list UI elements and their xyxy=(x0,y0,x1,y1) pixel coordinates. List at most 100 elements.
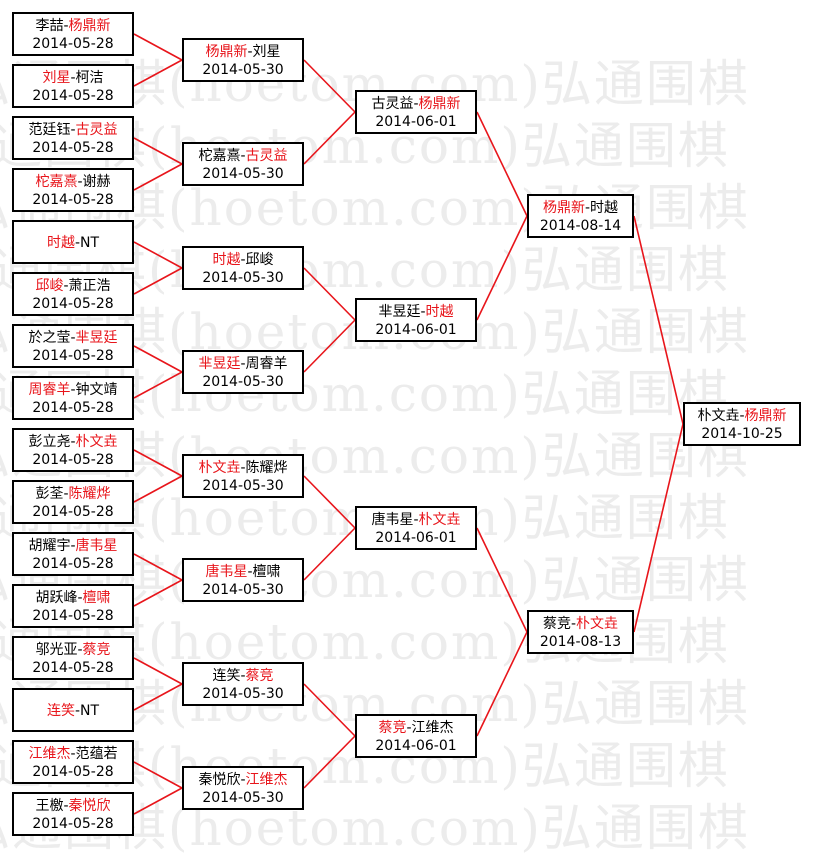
winner-name: 秦悦欣 xyxy=(68,798,111,814)
match-players: 刘星-柯洁 xyxy=(14,69,132,87)
player-name: 胡耀宇 xyxy=(28,538,71,554)
bracket-connector xyxy=(133,553,183,581)
match-date: 2014-05-28 xyxy=(32,192,114,208)
match-players: 古灵益-杨鼎新 xyxy=(357,95,475,113)
winner-name: 时越 xyxy=(425,304,454,320)
winner-name: 古灵益 xyxy=(245,148,288,164)
bracket-connector xyxy=(303,683,356,737)
match-players: 连笑-NT xyxy=(14,702,132,720)
match-players: 芈昱廷-时越 xyxy=(357,303,475,321)
winner-name: 唐韦星 xyxy=(75,538,118,554)
winner-name: 江维杰 xyxy=(28,746,71,762)
player-name: 秦悦欣 xyxy=(198,772,241,788)
winner-name: 蔡竞 xyxy=(378,720,407,736)
match-date: 2014-06-01 xyxy=(375,114,457,130)
winner-name: 时越 xyxy=(212,252,241,268)
winner-name: 檀啸 xyxy=(82,590,111,606)
winner-name: 周睿羊 xyxy=(28,382,71,398)
bracket-connector xyxy=(133,371,183,399)
bracket-connector xyxy=(133,449,183,477)
bracket-connector xyxy=(303,735,356,789)
player-name: 连笑 xyxy=(212,668,241,684)
match-players: 唐韦星-檀啸 xyxy=(184,563,302,581)
separator: - xyxy=(247,564,253,580)
player-name: 古灵益 xyxy=(371,96,414,112)
match-players: 於之莹-芈昱廷 xyxy=(14,329,132,347)
match-date: 2014-05-28 xyxy=(32,296,114,312)
bracket-connector xyxy=(476,631,528,737)
player-name: 彭立尧 xyxy=(28,434,71,450)
separator: - xyxy=(74,235,81,251)
match-players: 邱峻-萧正浩 xyxy=(14,277,132,295)
match-players: 王檄-秦悦欣 xyxy=(14,797,132,815)
match-players: 朴文垚-陈耀烨 xyxy=(184,459,302,477)
match-date: 2014-05-30 xyxy=(202,686,284,702)
match-players: 芈昱廷-周睿羊 xyxy=(184,355,302,373)
separator: - xyxy=(63,798,69,814)
match-box: 连笑-NT xyxy=(12,688,134,732)
match-date: 2014-05-28 xyxy=(32,764,114,780)
separator: - xyxy=(240,668,246,684)
winner-name: 杨鼎新 xyxy=(542,200,585,216)
winner-name: 古灵益 xyxy=(75,122,118,138)
bracket-connector xyxy=(476,527,528,633)
bracket-connector xyxy=(303,111,356,165)
match-date: 2014-05-30 xyxy=(202,582,284,598)
separator: - xyxy=(77,174,83,190)
winner-name: 邱峻 xyxy=(35,278,64,294)
winner-name: 芈昱廷 xyxy=(75,330,118,346)
match-players: 李喆-杨鼎新 xyxy=(14,17,132,35)
player-name: 唐韦星 xyxy=(371,512,414,528)
match-players: 蔡竞-朴文垚 xyxy=(529,615,632,633)
separator: - xyxy=(247,44,253,60)
separator: - xyxy=(77,642,83,658)
match-date: 2014-05-28 xyxy=(32,660,114,676)
bracket-connector xyxy=(133,241,183,269)
separator: - xyxy=(240,148,246,164)
bracket-connector xyxy=(633,215,684,425)
winner-name: 杨鼎新 xyxy=(744,408,787,424)
separator: - xyxy=(70,382,76,398)
separator: - xyxy=(70,330,76,346)
match-players: 秦悦欣-江维杰 xyxy=(184,771,302,789)
separator: - xyxy=(420,304,426,320)
winner-name: 蔡竞 xyxy=(82,642,111,658)
player-name: 彭荃 xyxy=(35,486,64,502)
separator: - xyxy=(77,590,83,606)
bracket-connector xyxy=(133,163,183,191)
match-date: 2014-05-30 xyxy=(202,790,284,806)
match-date: 2014-10-25 xyxy=(701,426,783,442)
separator: - xyxy=(70,434,76,450)
match-date: 2014-05-28 xyxy=(32,452,114,468)
match-date: 2014-05-28 xyxy=(32,608,114,624)
bracket-connector xyxy=(133,761,183,789)
match-players: 周睿羊-钟文靖 xyxy=(14,381,132,399)
match-players: 唐韦星-朴文垚 xyxy=(357,511,475,529)
match-players: 江维杰-范蕴若 xyxy=(14,745,132,763)
player-name: 范廷钰 xyxy=(28,122,71,138)
match-players: 胡耀宇-唐韦星 xyxy=(14,537,132,555)
match-players: 朴文垚-杨鼎新 xyxy=(685,407,799,425)
match-date: 2014-05-30 xyxy=(202,270,284,286)
player-name: 王檄 xyxy=(35,798,64,814)
winner-name: 刘星 xyxy=(42,70,71,86)
bracket-connector xyxy=(133,787,183,815)
